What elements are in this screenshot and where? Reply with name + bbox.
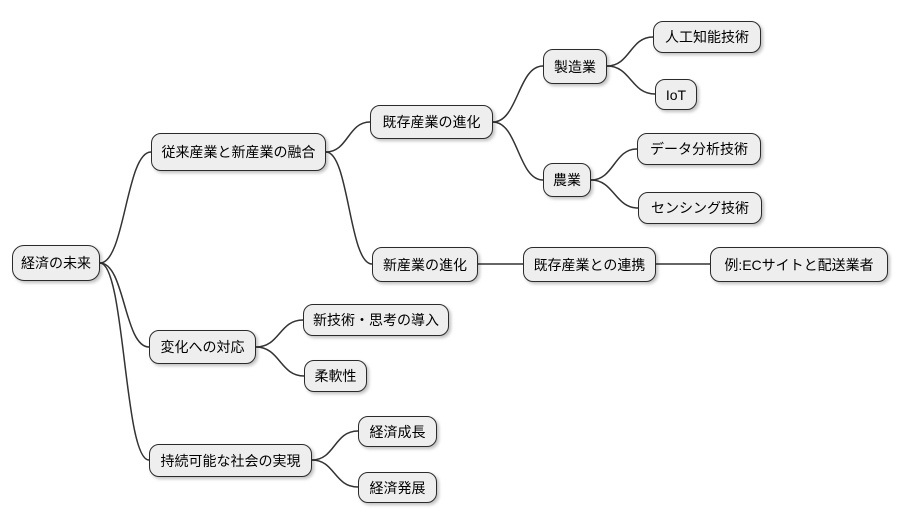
- node-respond-to-change: 変化への対応: [149, 330, 256, 364]
- node-ai-technology: 人工知能技術: [653, 21, 761, 53]
- node-agriculture: 農業: [543, 163, 591, 197]
- node-collaboration-existing: 既存産業との連携: [523, 247, 656, 282]
- edge-root-fusion: [99, 151, 152, 264]
- edge-change-flex: [255, 346, 305, 377]
- edge-agri-data: [590, 148, 638, 181]
- edge-sustain-growth: [311, 430, 359, 461]
- edge-agri-sensing: [590, 179, 639, 209]
- edge-manu-iot: [606, 65, 656, 95]
- node-new-industry-evolution: 新産業の進化: [372, 247, 478, 282]
- node-new-tech-thinking: 新技術・思考の導入: [303, 304, 449, 336]
- edge-exist-evo-manu: [492, 65, 544, 123]
- edge-fusion-new-evo: [325, 151, 373, 265]
- node-economic-growth: 経済成長: [358, 416, 437, 447]
- node-sensing-technology: センシング技術: [638, 192, 762, 224]
- node-flexibility: 柔軟性: [304, 360, 367, 392]
- edge-manu-ai: [606, 36, 654, 67]
- node-iot: IoT: [655, 79, 697, 110]
- edge-fusion-exist-evo: [325, 121, 371, 153]
- node-sustainable-society: 持続可能な社会の実現: [149, 444, 312, 477]
- edge-root-sustain: [99, 262, 150, 461]
- node-economy-future: 経済の未来: [12, 245, 100, 281]
- node-existing-industry-evolution: 既存産業の進化: [370, 105, 493, 139]
- node-data-analysis-technology: データ分析技術: [637, 133, 761, 165]
- edge-change-newtech: [255, 319, 304, 348]
- node-industry-fusion: 従来産業と新産業の融合: [151, 133, 326, 171]
- node-ec-delivery-example: 例:ECサイトと配送業者: [710, 247, 888, 282]
- node-manufacturing: 製造業: [543, 49, 607, 84]
- edge-exist-evo-agri: [492, 121, 544, 181]
- edge-root-change: [99, 262, 150, 348]
- edge-sustain-devel: [311, 459, 359, 488]
- node-economic-development: 経済発展: [358, 472, 437, 503]
